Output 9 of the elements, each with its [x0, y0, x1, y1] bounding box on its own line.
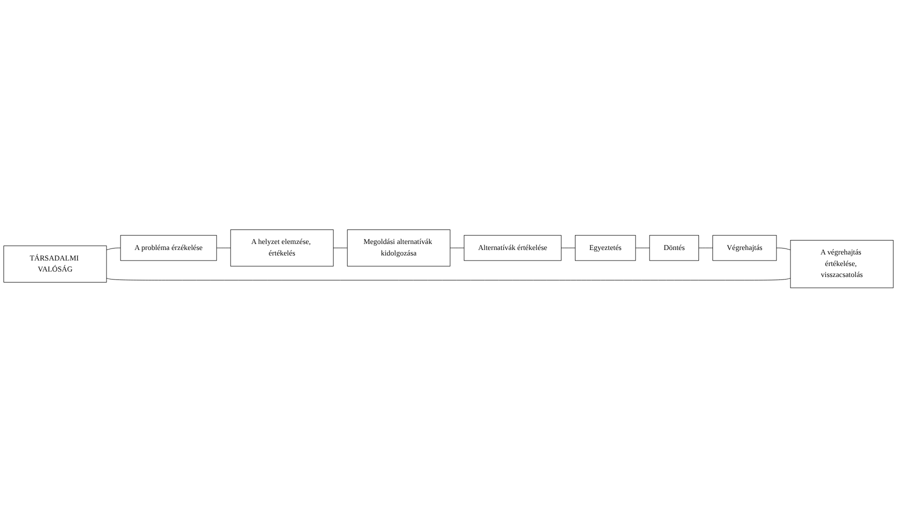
connector — [450, 247, 464, 248]
connector — [106, 247, 121, 250]
connector — [635, 247, 650, 248]
connector — [216, 247, 231, 248]
connector — [698, 247, 713, 248]
connector — [106, 278, 791, 280]
connector — [560, 247, 576, 248]
connector — [776, 247, 791, 250]
connector — [333, 247, 348, 248]
